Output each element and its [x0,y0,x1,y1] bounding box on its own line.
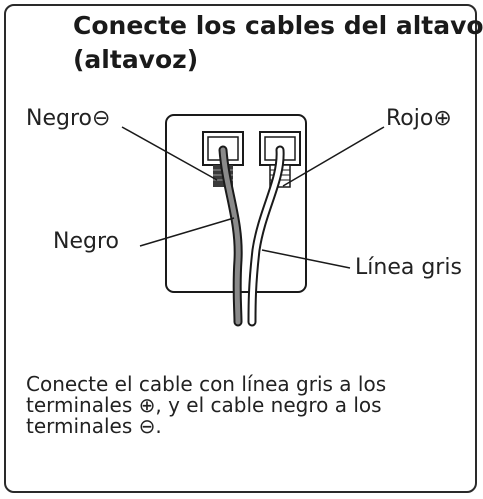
instruction-line-1: Conecte el cable con línea gris a los [26,372,387,396]
panel-title-line-1: Conecte los cables del altavoz [73,11,483,40]
label-black-cable: Negro [53,229,119,254]
label-red-positive: Rojo⊕ [386,106,452,131]
label-grey-line-cable: Línea gris [355,255,462,280]
leader-line-negro [139,217,235,247]
leader-line-negro-minus [121,126,218,181]
leader-line-linea-gris [261,249,351,269]
panel-frame [4,4,477,493]
label-black-negative: Negro⊖ [26,106,111,131]
leader-line-rojo-plus [282,126,385,187]
instruction-text: Conecte el cable con línea gris a los te… [26,374,466,437]
panel-title-line-2: (altavoz) [73,45,199,74]
instruction-line-2: terminales ⊕, y el cable negro a los [26,393,382,417]
instruction-line-3: terminales ⊖. [26,414,162,438]
